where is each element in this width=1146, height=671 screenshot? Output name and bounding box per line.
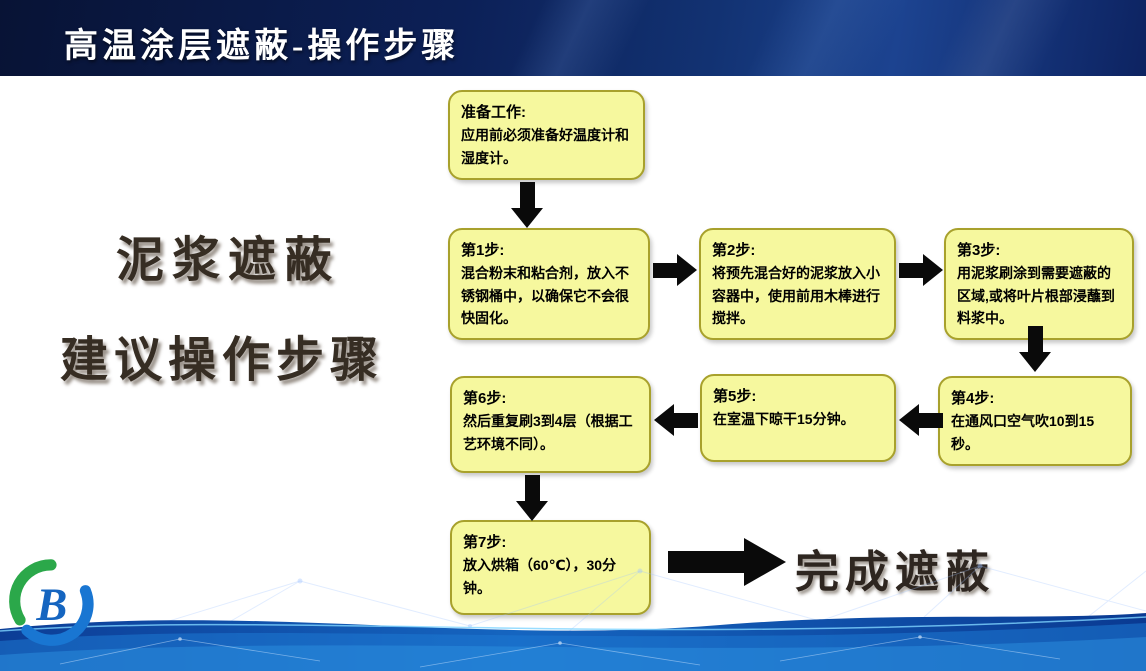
flow-box-prep-title: 准备工作: — [461, 104, 526, 121]
side-caption-line2: 建议操作步骤 — [60, 334, 385, 387]
flow-box-step3-body: 用泥浆刷涂到需要遮蔽的区域,或将叶片根部浸蘸到料浆中。 — [957, 265, 1115, 327]
header-bar: 高温涂层遮蔽-操作步骤 — [0, 0, 1146, 76]
flow-box-step1: 第1步: 混合粉末和粘合剂，放入不锈钢桶中，以确保它不会很快固化。 — [448, 228, 650, 341]
finish-label: 完成遮蔽 — [795, 548, 995, 597]
flow-box-step4: 第4步: 在通风口空气吹10到15秒。 — [938, 376, 1132, 467]
flow-box-step7-body: 放入烘箱（60℃），30分钟。 — [463, 557, 617, 596]
flow-box-prep-body: 应用前必须准备好温度计和湿度计。 — [461, 127, 629, 166]
footer-wave — [0, 609, 1146, 671]
company-logo: B — [8, 556, 94, 646]
flow-box-step1-title: 第1步: — [461, 242, 505, 259]
flow-box-prep: 准备工作: 应用前必须准备好温度计和湿度计。 — [448, 90, 645, 181]
side-caption-line1: 泥浆遮蔽 — [116, 234, 341, 287]
flow-box-step7: 第7步: 放入烘箱（60℃），30分钟。 — [450, 520, 651, 615]
logo-letter: B — [35, 580, 67, 631]
arrow-down-icon — [516, 475, 548, 521]
flow-box-step6-title: 第6步: — [463, 390, 507, 407]
page-title: 高温涂层遮蔽-操作步骤 — [64, 28, 460, 65]
finish-arrow-icon — [668, 538, 786, 586]
flow-box-step5: 第5步: 在室温下晾干15分钟。 — [700, 374, 896, 462]
flow-box-step6-body: 然后重复刷3到4层（根据工艺环境不同）。 — [463, 413, 633, 452]
flow-box-step4-title: 第4步: — [951, 390, 995, 407]
flow-box-step2-body: 将预先混合好的泥浆放入小容器中，使用前用木棒进行搅拌。 — [712, 265, 880, 327]
arrow-right-icon — [899, 254, 943, 286]
flow-box-step1-body: 混合粉末和粘合剂，放入不锈钢桶中，以确保它不会很快固化。 — [461, 265, 629, 327]
arrow-left-icon — [654, 404, 698, 436]
flow-box-step6: 第6步: 然后重复刷3到4层（根据工艺环境不同）。 — [450, 376, 651, 473]
flow-box-step4-body: 在通风口空气吹10到15秒。 — [951, 413, 1095, 452]
flow-box-step5-title: 第5步: — [713, 388, 757, 405]
flow-box-step2: 第2步: 将预先混合好的泥浆放入小容器中，使用前用木棒进行搅拌。 — [699, 228, 896, 341]
arrow-down-icon — [511, 182, 543, 228]
flow-box-step5-body: 在室温下晾干15分钟。 — [713, 411, 855, 428]
arrow-left-icon — [899, 404, 943, 436]
flow-box-step7-title: 第7步: — [463, 534, 507, 551]
arrow-down-icon — [1019, 326, 1051, 372]
arrow-right-icon — [653, 254, 697, 286]
flow-box-step3-title: 第3步: — [957, 242, 1001, 259]
flow-box-step2-title: 第2步: — [712, 242, 756, 259]
flow-box-step3: 第3步: 用泥浆刷涂到需要遮蔽的区域,或将叶片根部浸蘸到料浆中。 — [944, 228, 1134, 341]
